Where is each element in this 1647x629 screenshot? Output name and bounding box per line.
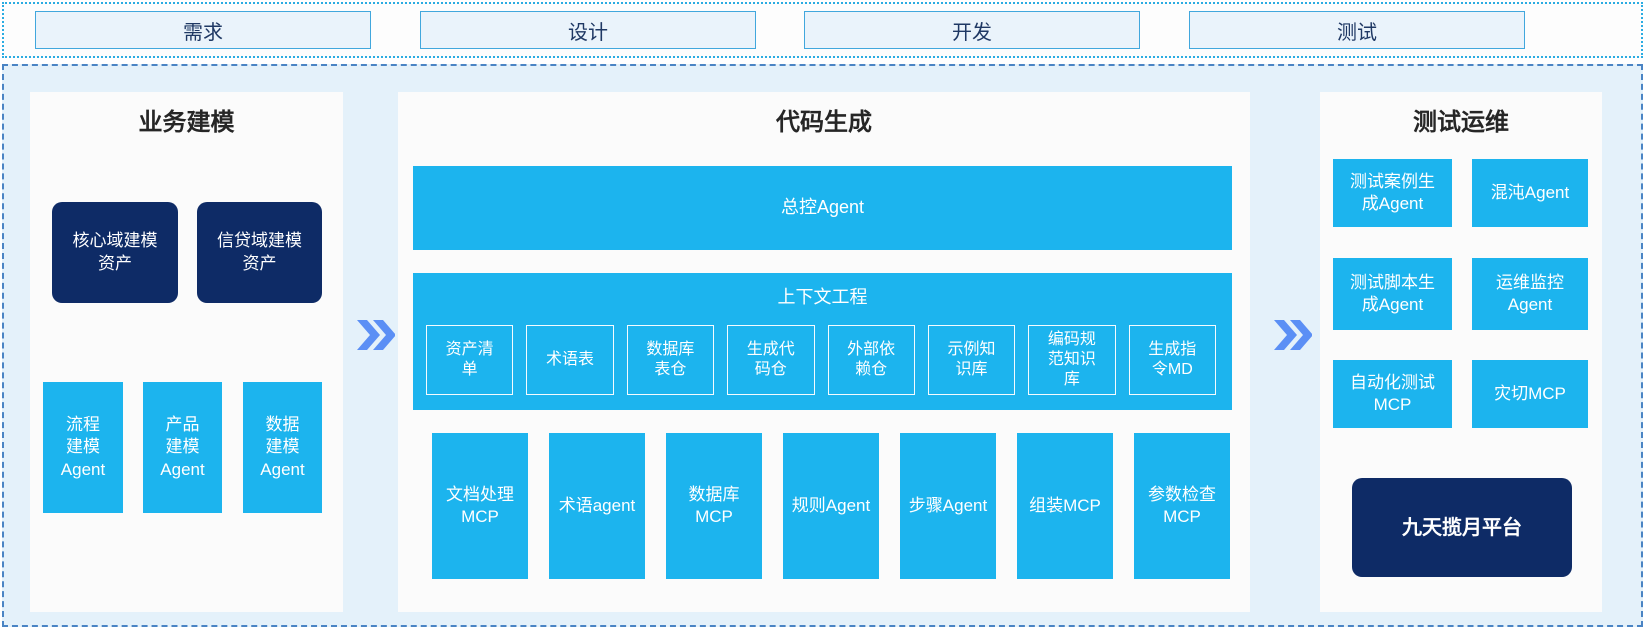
panel-code-generation: 代码生成 总控Agent 上下文工程 资产清 单 术语表 数据库 表仓 生成代 … [398, 92, 1250, 612]
context-item-external-deps-repo: 外部依 赖仓 [827, 325, 915, 395]
tool-box-doc-processing-mcp: 文档处理 MCP [432, 433, 528, 579]
tool-box-database-mcp: 数据库 MCP [666, 433, 762, 579]
context-item-example-knowledge-base: 示例知 识库 [927, 325, 1016, 395]
testops-box-automated-test-mcp: 自动化测试 MCP [1333, 360, 1452, 428]
platform-box-jiutian-lanyue: 九天揽月平台 [1352, 478, 1572, 577]
context-engineering-items: 资产清 单 术语表 数据库 表仓 生成代 码仓 外部依 赖仓 示例知 识库 编码… [426, 325, 1216, 395]
agent-box-process-modeling: 流程 建模 Agent [43, 382, 123, 513]
panel-title-code-generation: 代码生成 [776, 109, 872, 136]
double-chevron-right-icon [357, 320, 395, 350]
phase-requirements: 需求 [35, 11, 371, 49]
asset-box-core-domain: 核心域建模 资产 [52, 202, 178, 303]
context-item-generation-instruction-md: 生成指 令MD [1128, 325, 1216, 395]
panel-test-ops: 测试运维 测试案例生 成Agent 混沌Agent 测试脚本生 成Agent 运… [1320, 92, 1602, 612]
main-region: 业务建模 核心域建模 资产 信贷域建模 资产 流程 建模 Agent 产品 建模… [2, 64, 1643, 627]
phase-testing: 测试 [1189, 11, 1525, 49]
agent-box-data-modeling: 数据 建模 Agent [243, 382, 322, 513]
tool-box-param-check-mcp: 参数检查 MCP [1134, 433, 1230, 579]
tool-box-assembly-mcp: 组装MCP [1017, 433, 1113, 579]
context-item-coding-standard-kb: 编码规 范知识 库 [1028, 325, 1116, 395]
phase-development: 开发 [804, 11, 1140, 49]
testops-box-test-case-gen-agent: 测试案例生 成Agent [1333, 159, 1452, 227]
master-agent-bar: 总控Agent [413, 166, 1232, 250]
testops-box-ops-monitoring-agent: 运维监控 Agent [1472, 258, 1588, 330]
phase-design: 设计 [420, 11, 756, 49]
testops-box-chaos-agent: 混沌Agent [1472, 159, 1588, 227]
testops-box-test-script-gen-agent: 测试脚本生 成Agent [1333, 258, 1452, 330]
context-item-generated-code-repo: 生成代 码仓 [727, 325, 815, 395]
tool-box-rule-agent: 规则Agent [783, 433, 879, 579]
tool-box-terminology-agent: 术语agent [549, 433, 645, 579]
context-item-db-table-repo: 数据库 表仓 [626, 325, 715, 395]
context-item-glossary: 术语表 [526, 325, 614, 395]
panel-title-test-ops: 测试运维 [1413, 109, 1509, 136]
tool-box-step-agent: 步骤Agent [900, 433, 996, 579]
context-item-asset-list: 资产清 单 [426, 325, 514, 395]
asset-box-credit-domain: 信贷域建模 资产 [197, 202, 322, 303]
double-chevron-right-icon [1274, 320, 1312, 350]
testops-box-disaster-switch-mcp: 灾切MCP [1472, 360, 1588, 428]
panel-business-modeling: 业务建模 核心域建模 资产 信贷域建模 资产 流程 建模 Agent 产品 建模… [30, 92, 343, 612]
agent-box-product-modeling: 产品 建模 Agent [143, 382, 222, 513]
codegen-tools-row: 文档处理 MCP 术语agent 数据库 MCP 规则Agent 步骤Agent… [432, 433, 1230, 579]
context-engineering-container: 上下文工程 资产清 单 术语表 数据库 表仓 生成代 码仓 外部依 赖仓 示例知… [413, 273, 1232, 410]
panel-title-business-modeling: 业务建模 [138, 109, 235, 136]
context-engineering-title: 上下文工程 [777, 287, 868, 307]
phase-bar: 需求 设计 开发 测试 [2, 2, 1643, 58]
